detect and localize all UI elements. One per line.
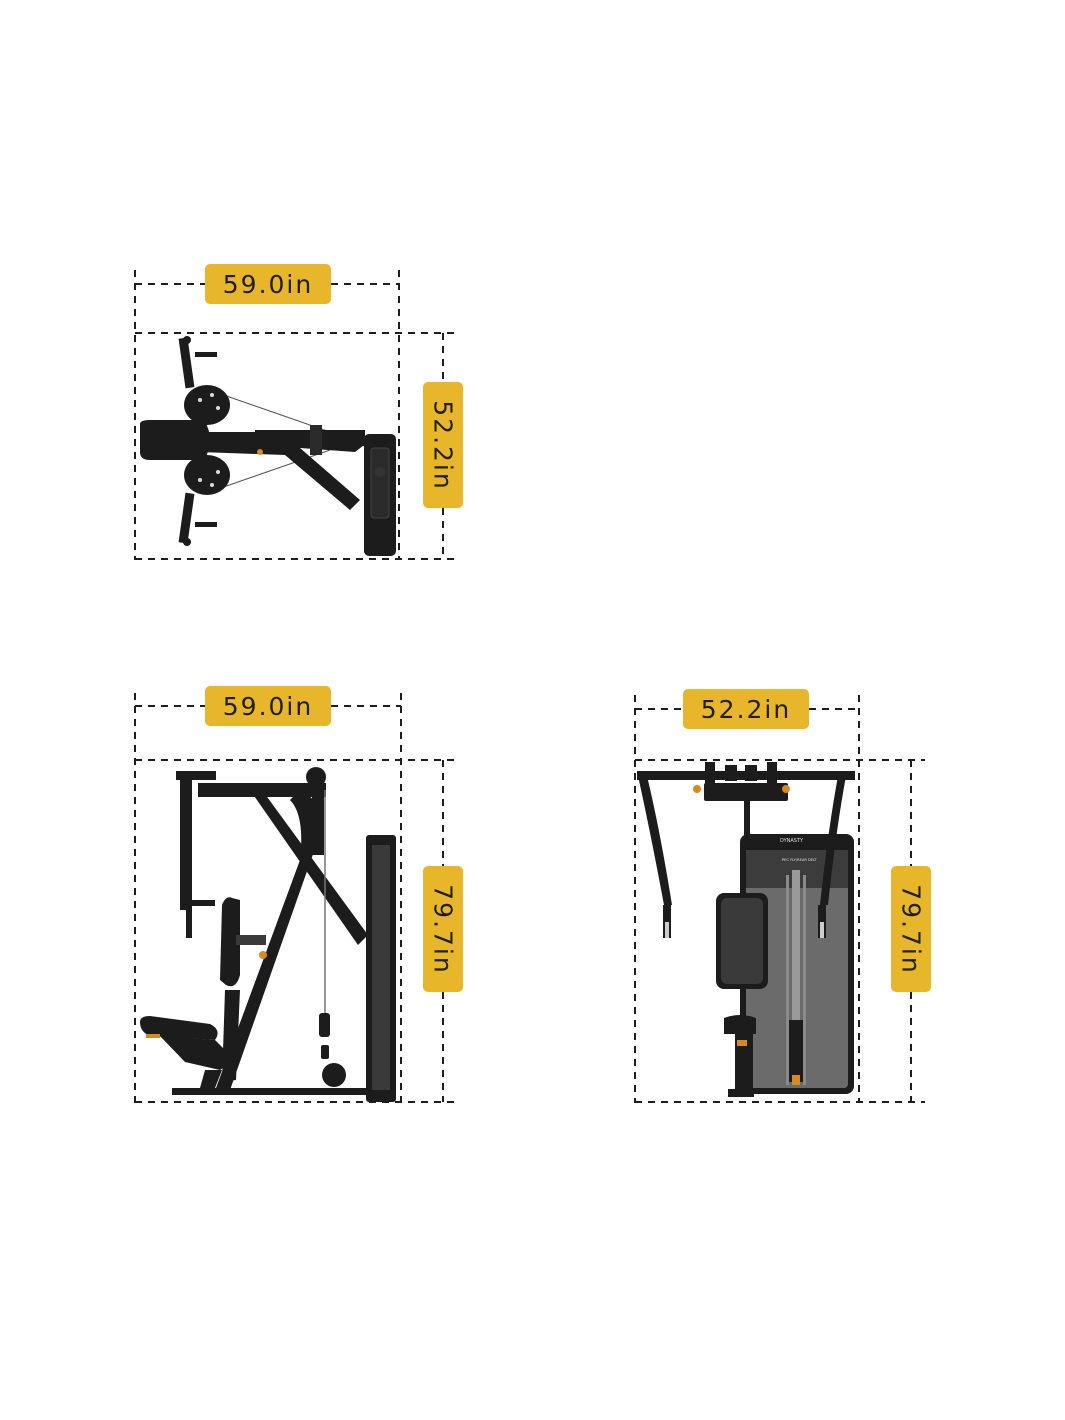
- front-view-machine: DYNASTY PEC FLY/REAR DELT: [637, 762, 855, 1097]
- side-view: [134, 693, 455, 1103]
- side-view-height-label: 79.7in: [428, 883, 458, 975]
- front-view-height-label: 79.7in: [896, 883, 926, 975]
- top-view-width-label: 59.0in: [222, 269, 314, 299]
- top-view-depth-label: 52.2in: [428, 399, 458, 491]
- top-view: [134, 270, 455, 560]
- front-view-machine-name: PEC FLY/REAR DELT: [782, 858, 817, 862]
- side-view-dimension-lines: [134, 693, 455, 1103]
- side-view-machine: [140, 767, 396, 1102]
- side-view-height-badge: 79.7in: [423, 866, 463, 992]
- top-view-width-badge: 59.0in: [205, 264, 331, 304]
- front-view-width-badge: 52.2in: [683, 689, 809, 729]
- front-view-brand: DYNASTY: [780, 838, 804, 844]
- front-view-width-label: 52.2in: [700, 694, 792, 724]
- front-view-height-badge: 79.7in: [891, 866, 931, 992]
- top-view-depth-badge: 52.2in: [423, 382, 463, 508]
- side-view-width-label: 59.0in: [222, 691, 314, 721]
- top-view-machine: [140, 336, 396, 556]
- side-view-width-badge: 59.0in: [205, 686, 331, 726]
- front-view-dimension-lines: [634, 695, 925, 1103]
- front-view: DYNASTY PEC FLY/REAR DELT: [634, 695, 925, 1103]
- top-view-dimension-lines: [134, 270, 455, 560]
